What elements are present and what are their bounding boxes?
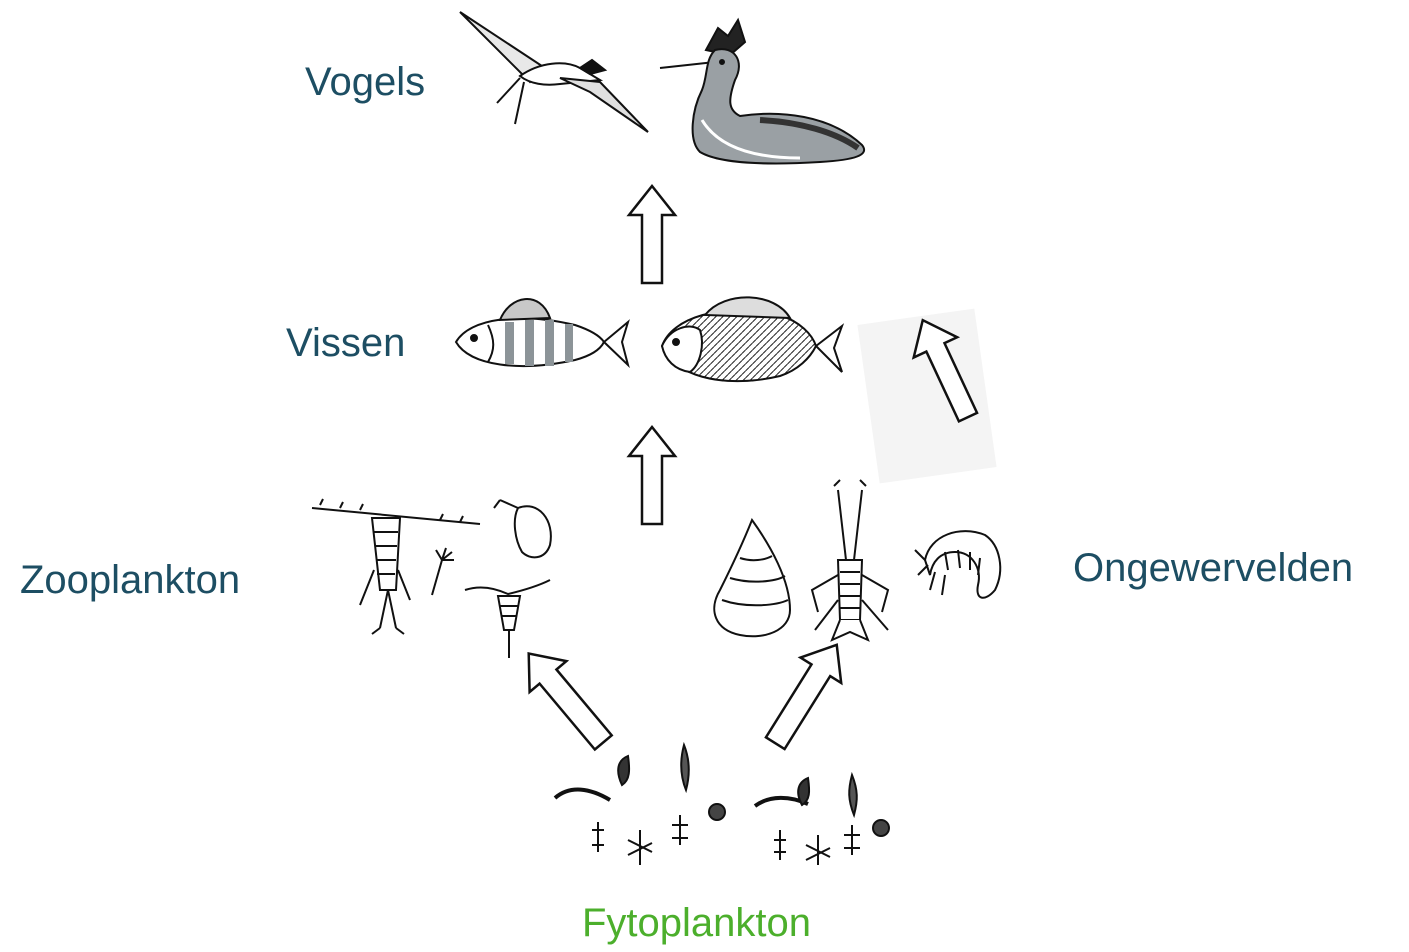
snail-icon	[714, 520, 790, 636]
phytoplankton-cells-icon	[555, 745, 889, 865]
striped-fish-icon	[456, 299, 628, 366]
tern-icon	[460, 12, 648, 132]
amphipod-icon	[915, 531, 1000, 598]
daphnia-icon	[465, 580, 550, 658]
label-zooplankton: Zooplankton	[20, 560, 240, 600]
label-invertebrates: Ongewervelden	[1073, 548, 1353, 588]
label-fish: Vissen	[286, 323, 405, 363]
arrow-fish-to-birds	[629, 186, 675, 283]
grebe-icon	[660, 20, 864, 163]
label-birds: Vogels	[305, 62, 425, 102]
label-phytoplankton: Fytoplankton	[582, 903, 811, 943]
rotifer-icon	[432, 500, 551, 595]
crayfish-icon	[812, 480, 888, 640]
arrow-zooplankton-to-fish	[629, 427, 675, 524]
copepod-icon	[312, 499, 480, 634]
arrow-phyto-to-zooplankton	[510, 638, 621, 758]
carp-icon	[662, 297, 842, 381]
arrow-phyto-to-invertebrates	[755, 632, 857, 756]
